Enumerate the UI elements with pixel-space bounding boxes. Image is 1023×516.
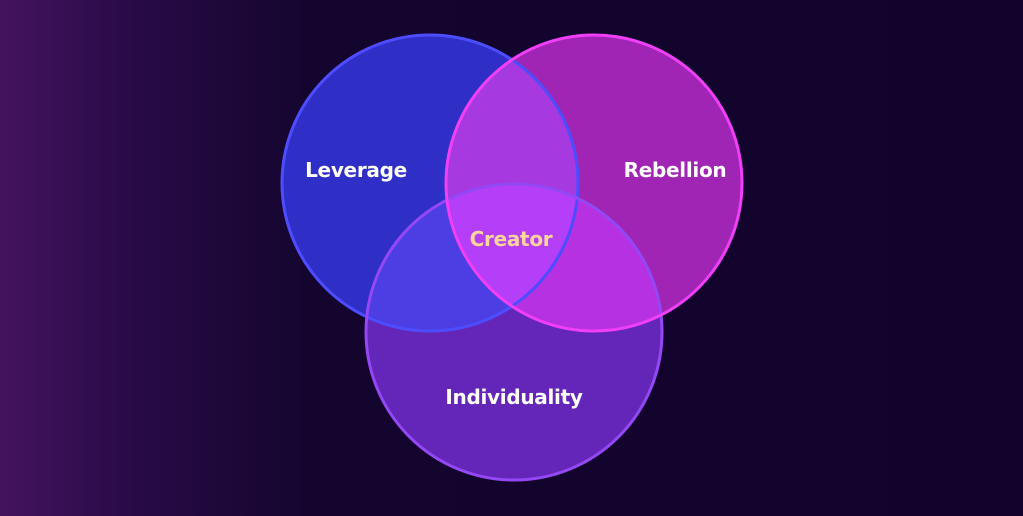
overlap-leverage-individuality — [366, 184, 578, 331]
label-creator: Creator — [470, 227, 553, 251]
circle-rebellion-outline — [444, 33, 744, 333]
label-rebellion: Rebellion — [624, 158, 727, 182]
circle-leverage-outline — [280, 33, 580, 333]
label-individuality: Individuality — [445, 385, 582, 409]
label-leverage: Leverage — [305, 158, 407, 182]
circle-individuality-outline — [364, 182, 664, 482]
overlap-rebellion-individuality — [446, 184, 662, 331]
